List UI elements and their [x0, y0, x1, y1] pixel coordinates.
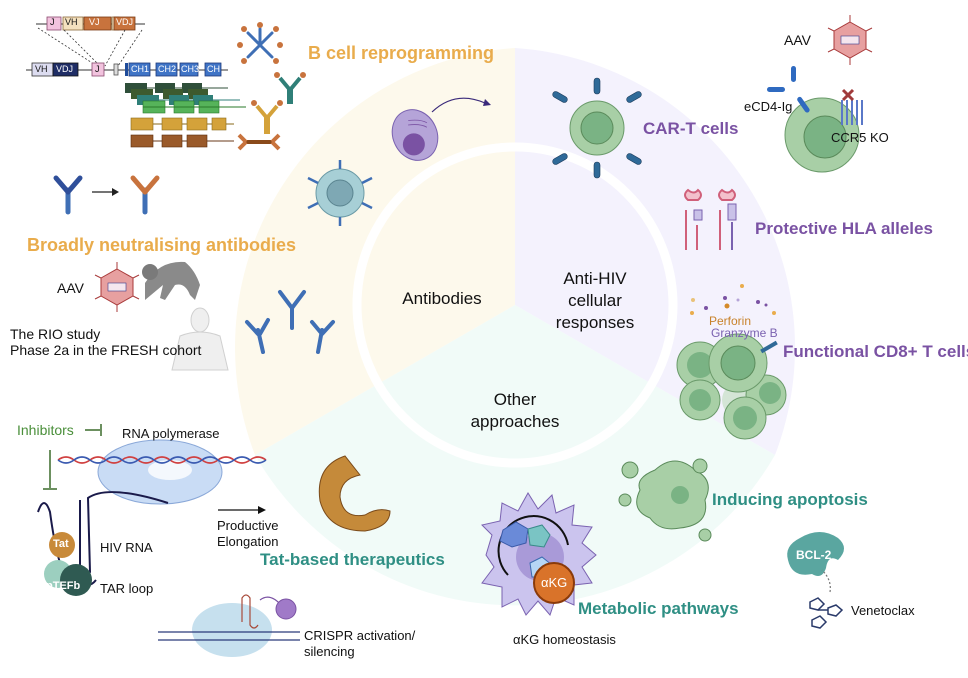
rna-polymerase-icon [97, 439, 223, 505]
hla-molecules-icon [684, 188, 737, 250]
segment-other-outer [255, 305, 775, 606]
center-label-antibodies: Antibodies [402, 289, 482, 308]
granule-dots-icon [690, 284, 776, 315]
ecd4-ig-icon [767, 66, 810, 113]
macaque-icon [145, 261, 200, 300]
label-fresh-cohort: Phase 2a in the FRESH cohort [10, 342, 202, 358]
ccr5-receptor-icon [841, 100, 863, 125]
label-akg: αKG [541, 575, 568, 590]
label-ptefb: pTEFb [46, 580, 81, 592]
label-productive: Productive [217, 518, 279, 533]
center-label-other: Other approaches [460, 389, 570, 433]
title-b-cell-reprogramming: B cell reprogramming [308, 43, 495, 63]
label-granzyme-b: Granzyme B [711, 326, 778, 340]
tat-protein-icon [49, 532, 75, 558]
crispr-complex-icon [158, 594, 300, 657]
label-venetoclax: Venetoclax [851, 603, 915, 618]
b-cell-icon [307, 160, 373, 226]
engineered-t-cell-icon [784, 97, 860, 173]
aav-virus-icon-right [827, 15, 873, 65]
antibody-isotypes [237, 22, 306, 151]
title-metabolic-pathways: Metabolic pathways [578, 599, 739, 618]
title-protective-hla-alleles: Protective HLA alleles [755, 219, 933, 238]
gene-seg-ch2: CH2 [158, 64, 177, 74]
label-inhibitors: Inhibitors [17, 422, 74, 438]
label-aav-left: AAV [57, 280, 84, 296]
label-crispr-activation: CRISPR activation/ [304, 628, 416, 643]
akg-molecule-icon [533, 562, 575, 604]
center-label-other-line1: Other [493, 390, 537, 409]
apoptotic-cell-icon [618, 458, 712, 542]
dna-helix-icon [57, 456, 267, 464]
title-tat-based-therapeutics: Tat-based therapeutics [260, 550, 445, 569]
center-label-anti-hiv-line2: cellular [568, 291, 622, 310]
gene-seg-vdj: VDJ [56, 64, 74, 74]
label-aav-right: AAV [784, 32, 811, 48]
aav-virus-icon-left [94, 262, 140, 312]
label-ccr5-ko: CCR5 KO [831, 130, 889, 145]
center-label-anti-hiv-line3: responses [555, 313, 635, 332]
antibody-conversion [53, 175, 160, 215]
title-broadly-neutralising-antibodies: Broadly neutralising antibodies [27, 235, 297, 255]
human-figure-icon [171, 307, 229, 371]
iga-antibody-icon [274, 72, 306, 104]
gene-seg-ch3: CH3 [181, 64, 200, 74]
gene-seg-ch: CH [207, 64, 220, 74]
pentamer-antibody-icon [237, 22, 283, 64]
center-label-other-line2: approaches [470, 412, 560, 431]
venetoclax-molecule-icon [809, 597, 844, 629]
gene-seg-vdj-top: VDJ [116, 17, 134, 27]
label-crispr-silencing: silencing [304, 644, 355, 659]
title-functional-cd8-t-cells: Functional CD8+ T cells [783, 342, 968, 361]
label-bcl2: BCL-2 [796, 548, 832, 562]
title-inducing-apoptosis: Inducing apoptosis [712, 490, 868, 509]
knockout-x-icon [841, 88, 855, 102]
antibody-engineered-icon [130, 175, 160, 215]
igg-gold-antibody-icon [251, 100, 283, 134]
label-akg-homeostasis: αKG homeostasis [513, 632, 616, 647]
plasma-cell-icon [391, 109, 439, 161]
cd8-t-cell-cluster-icon [676, 333, 787, 440]
free-antibodies-icon [245, 290, 335, 354]
label-ecd4-ig: eCD4-Ig [744, 99, 793, 114]
ptefb-protein-icon [44, 560, 92, 596]
tat-therapeutic-protein-icon [318, 455, 391, 532]
secretion-arrow-icon [431, 97, 486, 113]
bcl2-protein-icon [787, 532, 844, 576]
inner-ring [352, 142, 678, 468]
segment-antibodies-outer [235, 48, 515, 455]
label-tat: Tat [53, 538, 69, 550]
label-elongation: Elongation [217, 534, 279, 549]
center-label-anti-hiv: Anti-HIV cellular responses [540, 268, 650, 334]
car-t-cell-icon [552, 77, 642, 179]
label-rna-polymerase: RNA polymerase [122, 426, 220, 441]
antibody-blue-icon [53, 175, 83, 215]
label-rio-study: The RIO study [10, 326, 101, 342]
gene-seg-vh-top: VH [65, 17, 78, 27]
title-car-t-cells: CAR-T cells [643, 119, 739, 138]
gene-seg-j: J [95, 64, 100, 74]
gene-seg-vj-top: VJ [89, 17, 100, 27]
binding-arrow-icon [821, 569, 831, 593]
gene-seg-j-top: J [50, 17, 55, 27]
label-hiv-rna: HIV RNA [100, 540, 153, 555]
ige-antibody-icon [237, 133, 281, 151]
inhibition-lines-icon [43, 424, 102, 490]
gene-seg-ch1: CH1 [131, 64, 150, 74]
gene-rearrangement-diagram [26, 16, 246, 148]
label-tar-loop: TAR loop [100, 581, 154, 596]
label-perforin: Perforin [709, 314, 752, 328]
center-label-anti-hiv-line1: Anti-HIV [563, 269, 627, 288]
gene-seg-vh: VH [35, 64, 48, 74]
